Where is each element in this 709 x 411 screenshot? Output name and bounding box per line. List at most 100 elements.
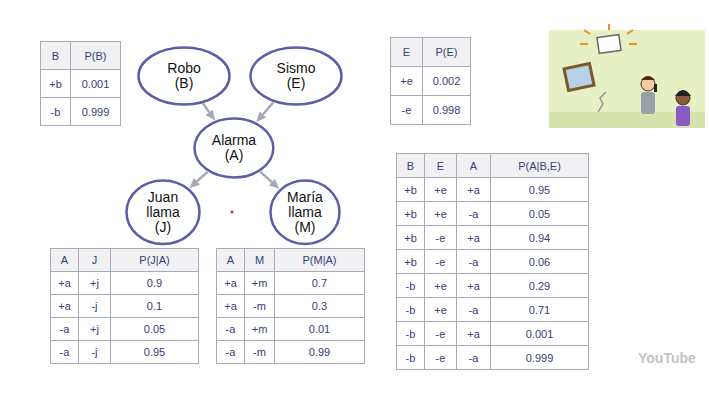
table-cell: +b xyxy=(396,225,425,250)
table-cell: +e xyxy=(424,177,457,202)
table-cell: +a xyxy=(216,294,245,318)
table-cell: -e xyxy=(390,95,423,125)
table-cell: 0.7 xyxy=(274,271,365,295)
table-cell: +a xyxy=(456,177,491,202)
table-header: A xyxy=(50,248,79,272)
table-cell: +a xyxy=(456,273,491,298)
table-cell: +e xyxy=(424,201,457,226)
table-header: P(A|B,E) xyxy=(490,153,589,178)
table-header: E xyxy=(424,153,457,178)
table-header: P(E) xyxy=(422,37,471,67)
table-cell: 0.05 xyxy=(110,317,199,341)
table-cell: 0.05 xyxy=(490,201,589,226)
table-cell: -b xyxy=(396,321,425,346)
table-cell: +a xyxy=(50,294,79,318)
table-cell: 0.998 xyxy=(422,95,471,125)
table-cell: -b xyxy=(40,97,71,126)
table-cell: -b xyxy=(396,345,425,370)
table-cell: 0.29 xyxy=(490,273,589,298)
table-header: E xyxy=(390,37,423,67)
table-header: P(M|A) xyxy=(274,248,365,272)
table-header: P(B) xyxy=(70,41,121,70)
table-header: J xyxy=(78,248,111,272)
person-1 xyxy=(641,76,657,114)
table-cell: -e xyxy=(424,321,457,346)
watermark: YouTube xyxy=(638,350,696,366)
table-cell: +m xyxy=(244,271,275,295)
table-cell: 0.3 xyxy=(274,294,365,318)
table-cell: 0.9 xyxy=(110,271,199,295)
table-cell: -a xyxy=(50,340,79,364)
node-label: Juan llama (J) xyxy=(140,190,186,235)
table-cell: +a xyxy=(456,225,491,250)
arrow-head xyxy=(206,110,215,121)
table-cell: -a xyxy=(456,297,491,322)
table-cell: 0.01 xyxy=(274,317,365,341)
table-header: A xyxy=(456,153,491,178)
table-cell: 0.001 xyxy=(490,321,589,346)
table-cell: -a xyxy=(456,345,491,370)
table-cell: 0.06 xyxy=(490,249,589,274)
connector xyxy=(256,102,273,122)
arrow-head xyxy=(269,179,279,189)
node-label: María llama (M) xyxy=(281,190,329,235)
table-cell: -a xyxy=(216,317,245,341)
wall xyxy=(549,30,705,128)
node-label: Robo (B) xyxy=(160,61,208,91)
connector xyxy=(189,172,207,188)
picture-frame xyxy=(564,64,594,91)
table-cell: 0.002 xyxy=(422,66,471,96)
table-header: B xyxy=(396,153,425,178)
node-label: Alarma (A) xyxy=(206,133,262,163)
table-cell: +b xyxy=(396,249,425,274)
arrow-head xyxy=(256,112,266,123)
table-cell: +b xyxy=(40,69,71,98)
table-cell: -j xyxy=(78,340,111,364)
table-cell: -a xyxy=(456,201,491,226)
ellipse-node: Juan llama (J) xyxy=(125,179,201,246)
table-cell: +m xyxy=(244,317,275,341)
person-2 xyxy=(675,90,691,126)
lamp xyxy=(597,35,621,54)
connector xyxy=(260,172,279,189)
table-cell: 0.95 xyxy=(490,177,589,202)
table-cell: 0.999 xyxy=(490,345,589,370)
table-cell: 0.001 xyxy=(70,69,121,98)
ellipse-node: Sismo (E) xyxy=(249,46,343,106)
table-cell: -a xyxy=(216,340,245,364)
table-cell: 0.95 xyxy=(110,340,199,364)
connector-line xyxy=(197,172,208,182)
table-header: P(J|A) xyxy=(110,248,199,272)
table-cell: +e xyxy=(424,297,457,322)
table-cell: 0.999 xyxy=(70,97,121,126)
table-cell: +e xyxy=(424,273,457,298)
table-cell: -b xyxy=(396,273,425,298)
table-cell: 0.71 xyxy=(490,297,589,322)
table-cell: 0.1 xyxy=(110,294,199,318)
table-cell: -e xyxy=(424,345,457,370)
ellipse-node: María llama (M) xyxy=(269,179,341,246)
table-cell: +a xyxy=(216,271,245,295)
ellipse-node: Robo (B) xyxy=(137,46,231,106)
connector-line xyxy=(260,172,271,182)
stray-dot xyxy=(231,211,234,214)
table-cell: 0.94 xyxy=(490,225,589,250)
shake-lines xyxy=(580,24,637,44)
table-cell: +j xyxy=(78,271,111,295)
table-cell: +a xyxy=(50,271,79,295)
node-label: Sismo (E) xyxy=(271,61,321,91)
table-cell: +j xyxy=(78,317,111,341)
table-cell: -b xyxy=(396,297,425,322)
arrow-head xyxy=(189,178,199,188)
crack xyxy=(598,92,606,112)
table-cell: +b xyxy=(396,201,425,226)
table-cell: -e xyxy=(424,225,457,250)
table-cell: -j xyxy=(78,294,111,318)
connector-line xyxy=(263,102,273,114)
connector-line xyxy=(203,103,209,112)
table-cell: -m xyxy=(244,340,275,364)
table-cell: -e xyxy=(424,249,457,274)
table-cell: -a xyxy=(50,317,79,341)
table-cell: -a xyxy=(456,249,491,274)
